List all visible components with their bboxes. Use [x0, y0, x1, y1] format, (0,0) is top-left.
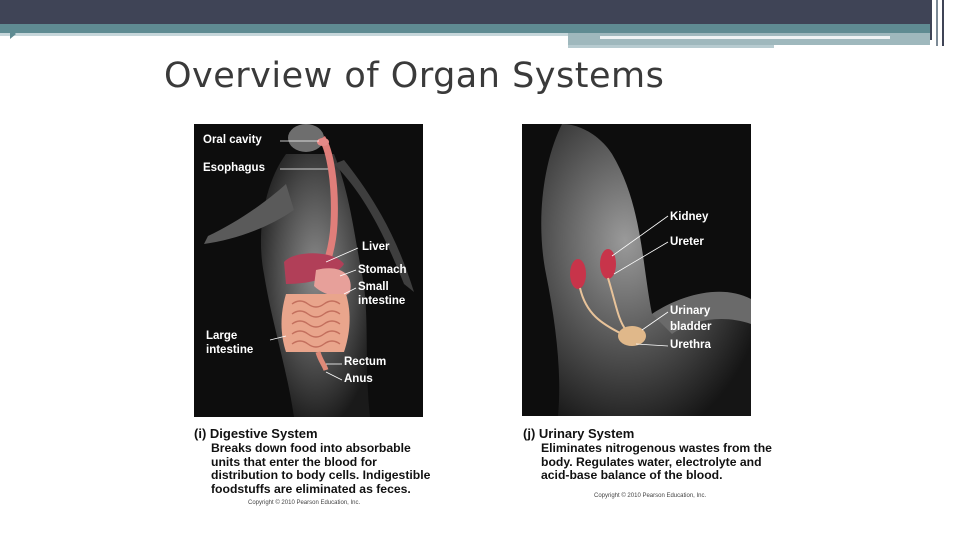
label-oral-cavity: Oral cavity	[203, 134, 262, 146]
label-small-intestine-2: intestine	[358, 295, 406, 307]
header-vertical-line	[936, 0, 938, 46]
label-anus: Anus	[344, 373, 373, 385]
label-stomach: Stomach	[358, 264, 407, 276]
urinary-caption-body: Eliminates nitrogenous wastes from the b…	[541, 441, 772, 483]
caption-line: Eliminates nitrogenous wastes from the	[541, 441, 772, 455]
urinary-body-illustration	[541, 124, 751, 416]
digestive-body-illustration	[204, 124, 414, 417]
digestive-caption-body: Breaks down food into absorbable units t…	[211, 441, 431, 496]
label-rectum: Rectum	[344, 356, 387, 368]
label-large-intestine-2: intestine	[206, 344, 254, 356]
header-accent-bar	[0, 24, 930, 33]
label-ureter: Ureter	[670, 236, 704, 248]
label-urinary-bladder-2: bladder	[670, 321, 712, 333]
label-urinary-bladder-1: Urinary	[670, 305, 711, 317]
header-vertical-line	[930, 0, 932, 40]
slide-title: Overview of Organ Systems	[164, 56, 665, 96]
caption-line: Breaks down food into absorbable	[211, 441, 411, 455]
label-large-intestine-1: Large	[206, 330, 238, 342]
header-thin-bar	[0, 33, 568, 36]
label-urethra: Urethra	[670, 339, 711, 351]
urinary-caption-heading: (j) Urinary System	[523, 426, 635, 441]
urinary-system-figure: Kidney Ureter Urinary bladder Urethra	[522, 124, 751, 416]
caption-line: body. Regulates water, electrolyte and	[541, 454, 762, 469]
bullet-marker-icon	[10, 29, 16, 39]
header-highlight-bar	[600, 36, 890, 39]
digestive-system-figure: Oral cavity Esophagus Liver Stomach Smal…	[194, 124, 423, 417]
urinary-copyright: Copyright © 2010 Pearson Education, Inc.	[594, 493, 707, 499]
caption-line: distribution to body cells. Indigestible	[211, 468, 431, 482]
header-light-bar-lower	[568, 45, 774, 48]
caption-line: units that enter the blood for	[211, 454, 377, 469]
label-esophagus: Esophagus	[203, 162, 265, 174]
label-liver: Liver	[362, 241, 390, 253]
label-kidney: Kidney	[670, 211, 709, 223]
label-small-intestine-1: Small	[358, 281, 389, 293]
caption-line: acid-base balance of the blood.	[541, 468, 723, 482]
caption-line: foodstuffs are eliminated as feces.	[211, 481, 411, 496]
digestive-caption-heading: (i) Digestive System	[194, 426, 318, 441]
digestive-copyright: Copyright © 2010 Pearson Education, Inc.	[248, 500, 361, 506]
header-bar	[0, 0, 930, 24]
header-vertical-line	[942, 0, 944, 46]
header-light-bar	[568, 33, 930, 45]
